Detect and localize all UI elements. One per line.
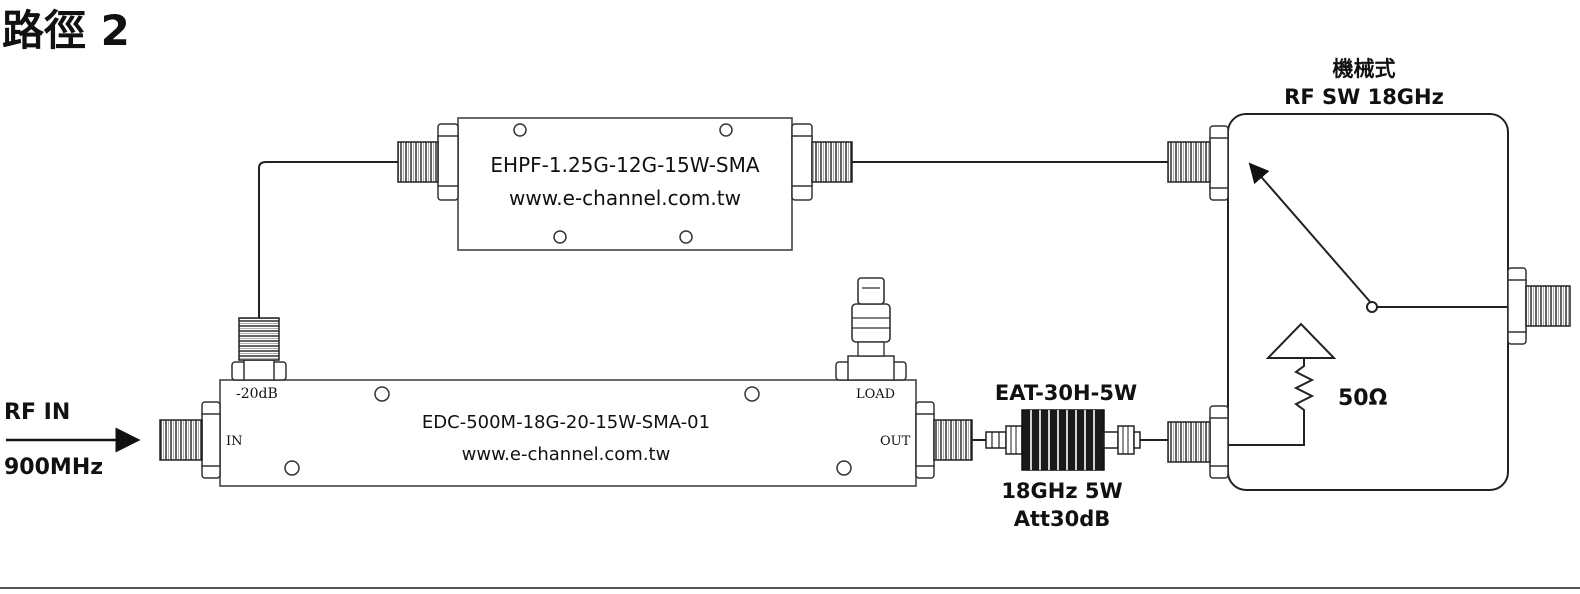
switch-type: 機械式: [1333, 57, 1396, 81]
mounting-hole: [719, 123, 733, 137]
port-label-load: LOAD: [856, 387, 895, 402]
switch-name: RF SW 18GHz: [1284, 85, 1444, 109]
coupler-out-connector: [915, 401, 973, 479]
attenuator: EAT-30H-5W 18GHz 5W Att30dB: [985, 381, 1141, 531]
rf-switch: 機械式 RF SW 18GHz 50: [1167, 57, 1571, 491]
coupler-in-connector: [159, 401, 221, 479]
mounting-hole: [374, 386, 390, 402]
port-label-coupled: -20dB: [236, 386, 278, 402]
switch-pivot: [1366, 301, 1378, 313]
coupler-load-connector: [835, 277, 907, 381]
filter-left-connector: [397, 123, 459, 201]
switch-port-2-connector: [1167, 405, 1229, 479]
filter-model: EHPF-1.25G-12G-15W-SMA: [490, 153, 759, 177]
switch-common-connector: [1507, 267, 1571, 345]
wire-coupler-to-filter: [258, 161, 398, 318]
mounting-hole: [284, 460, 300, 476]
coupler-url: www.e-channel.com.tw: [462, 444, 671, 465]
filter-body: [457, 117, 793, 251]
switch-port-1-connector: [1167, 125, 1229, 201]
coupler-coupled-connector: [231, 317, 287, 381]
mounting-hole: [679, 230, 693, 244]
mounting-hole: [744, 386, 760, 402]
mounting-hole: [553, 230, 567, 244]
filter-url: www.e-channel.com.tw: [509, 186, 741, 210]
switch-arm: [1248, 162, 1373, 305]
port-label-out: OUT: [880, 434, 911, 449]
coupler-model: EDC-500M-18G-20-15W-SMA-01: [422, 412, 710, 433]
port-label-in: IN: [226, 434, 243, 449]
rf-input: RF IN 900MHz: [4, 400, 141, 480]
mounting-hole: [513, 123, 527, 137]
resistor-50-ohm: [1293, 358, 1315, 420]
attenuator-heatsink: [1021, 409, 1105, 471]
directional-coupler: -20dB LOAD IN OUT EDC-500M-18G-20-15W-SM…: [159, 277, 973, 487]
rf-in-label: RF IN: [4, 400, 70, 425]
termination-value: 50Ω: [1338, 386, 1388, 411]
switch-body: [1227, 113, 1509, 491]
rf-in-frequency: 900MHz: [4, 455, 103, 480]
coupler-body: [219, 379, 917, 487]
wires: [258, 161, 1168, 441]
high-pass-filter: EHPF-1.25G-12G-15W-SMA www.e-channel.com…: [397, 117, 853, 251]
filter-right-connector: [791, 123, 853, 201]
attenuator-spec: 18GHz 5W: [1001, 479, 1122, 503]
mounting-hole: [836, 460, 852, 476]
page-title: 路徑 2: [2, 6, 130, 55]
attenuator-value: Att30dB: [1014, 507, 1111, 531]
termination-path: [1228, 420, 1305, 446]
attenuator-model: EAT-30H-5W: [995, 381, 1137, 405]
ground-triangle: [1265, 322, 1337, 359]
